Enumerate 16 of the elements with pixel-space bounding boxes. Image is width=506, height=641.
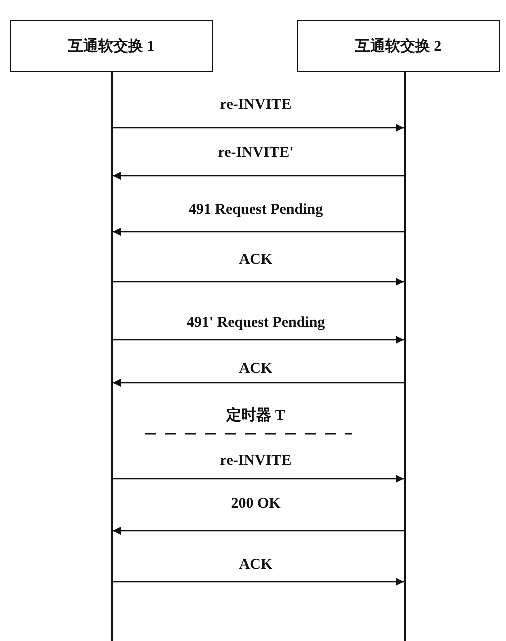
message-arrow (113, 336, 404, 344)
message-arrow (113, 527, 404, 535)
participant-box: 互通软交换 2 (297, 20, 500, 72)
message-arrow (113, 124, 404, 132)
lifeline (111, 72, 113, 641)
participant-box: 互通软交换 1 (10, 20, 213, 72)
message-arrow (113, 228, 404, 236)
lifeline (404, 72, 406, 641)
message-label: 491' Request Pending (184, 314, 328, 332)
message-label: 491 Request Pending (186, 201, 326, 219)
timer-label: 定时器 T (224, 407, 288, 425)
message-arrow (113, 379, 404, 387)
message-arrow (113, 172, 404, 180)
message-arrow (113, 278, 404, 286)
message-arrow (113, 475, 404, 483)
message-arrow (113, 578, 404, 586)
